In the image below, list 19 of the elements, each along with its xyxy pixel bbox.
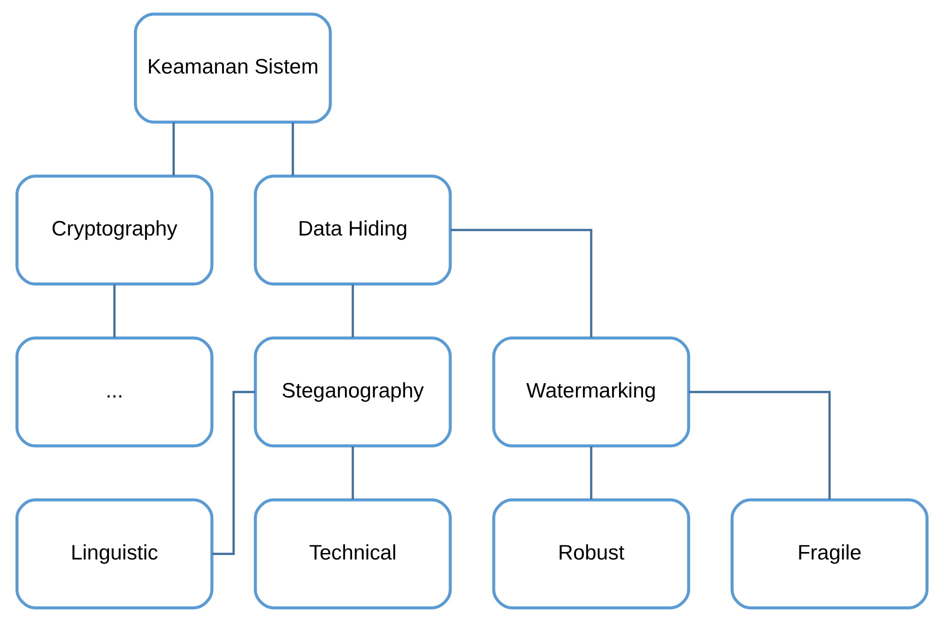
- node-box: ...: [16, 336, 214, 448]
- connector: [352, 446, 354, 500]
- connector: [352, 284, 354, 338]
- connector: [113, 284, 116, 338]
- connector: [688, 390, 831, 500]
- node-box: Data Hiding: [254, 174, 452, 286]
- connector: [172, 122, 175, 176]
- node-box: Robust: [492, 498, 690, 610]
- node-box: Technical: [254, 498, 452, 610]
- node-box: Keamanan Sistem: [134, 12, 332, 124]
- connector: [212, 390, 255, 555]
- node-box: Cryptography: [16, 174, 214, 286]
- node-box: Linguistic: [16, 498, 214, 610]
- connector: [590, 446, 592, 500]
- node-box: Steganography: [254, 336, 452, 448]
- connector: [292, 122, 294, 176]
- connector: [450, 228, 592, 338]
- node-box: Watermarking: [492, 336, 690, 448]
- node-box: Fragile: [730, 498, 928, 610]
